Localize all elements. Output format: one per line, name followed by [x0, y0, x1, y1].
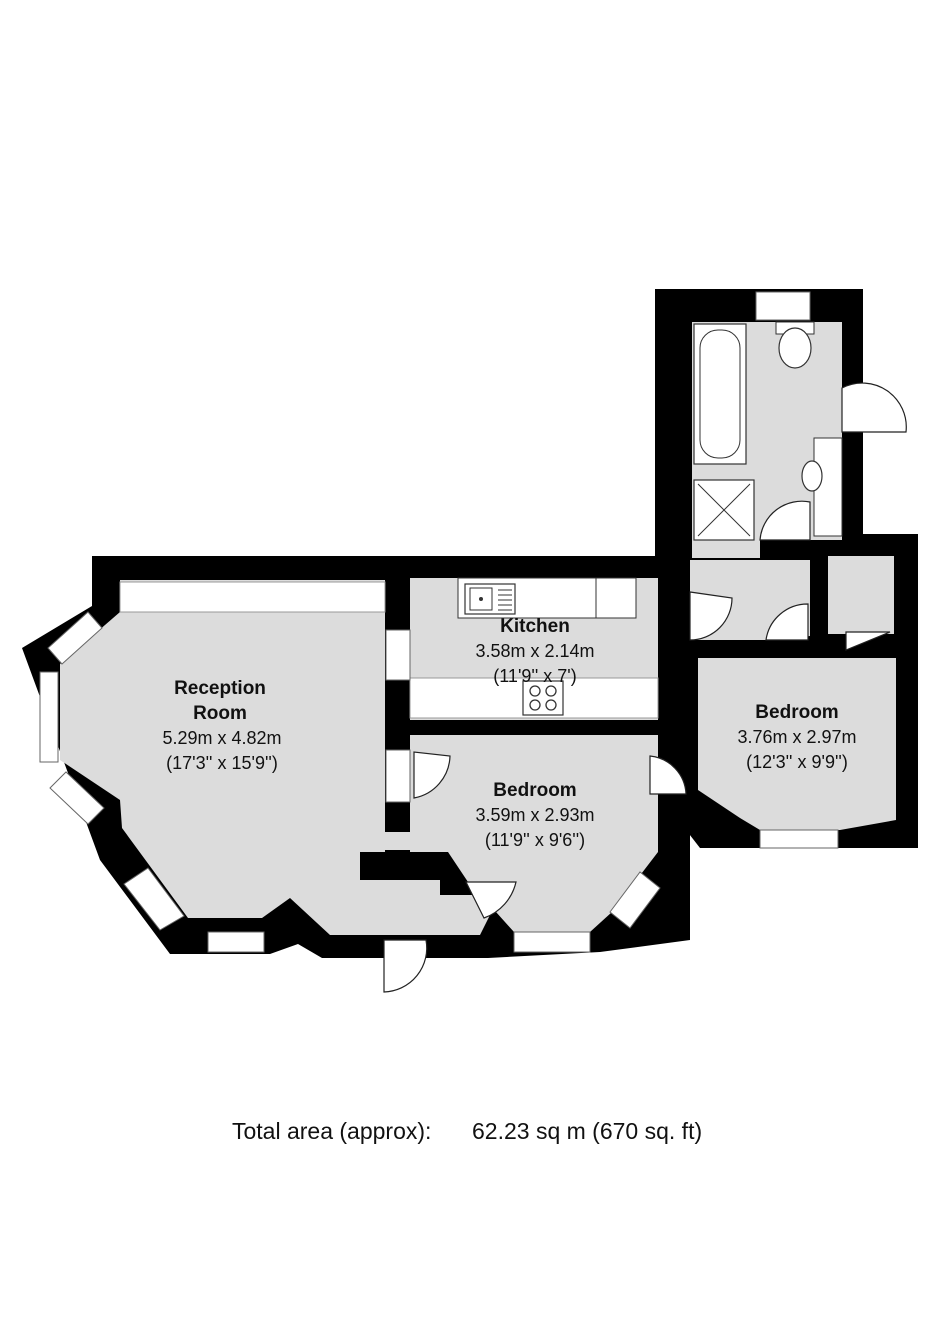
- bedroom-front-name: Bedroom: [493, 780, 576, 801]
- bedroom-rear-metric: 3.76m x 2.97m: [737, 727, 856, 747]
- front-door: [383, 939, 428, 993]
- bedroom-front-imperial: (11'9'' x 9'6''): [485, 830, 585, 850]
- cupboard-door: [845, 631, 891, 651]
- reception-name-line1: Reception: [174, 678, 266, 699]
- floor-cupboard: [828, 556, 894, 634]
- kitchen-name: Kitchen: [500, 616, 570, 637]
- total-area-value: 62.23 sq m (670 sq. ft): [472, 1118, 703, 1144]
- window-bedroom-front-west: [385, 749, 411, 803]
- window-reception-nw: [47, 611, 103, 665]
- window-bedroom-front: [513, 931, 591, 953]
- bedroom-rear-imperial: (12'3'' x 9'9''): [746, 752, 848, 772]
- bedroom-front-passage-door: [413, 751, 451, 799]
- reception-top-shelf: [119, 581, 386, 613]
- bathroom-outer-door: [841, 382, 907, 433]
- fixtures: [119, 321, 843, 719]
- window-reception-s2: [207, 931, 265, 953]
- kitchen-imperial: (11'9'' x 7'): [493, 666, 576, 686]
- window-bedroom-front-se: [609, 871, 661, 929]
- reception-name-line2: Room: [193, 703, 247, 724]
- window-bathroom: [755, 291, 811, 321]
- reception-imperial: (17'3'' x 15'9''): [166, 753, 278, 773]
- window-reception-s1: [123, 867, 185, 931]
- total-area-label: Total area (approx):: [232, 1118, 432, 1144]
- bedroom-rear-name: Bedroom: [755, 702, 838, 723]
- bedroom-rear-side-door: [649, 755, 687, 795]
- bedroom-rear-door: [765, 603, 809, 641]
- bedroom-front-door: [465, 881, 517, 919]
- windows: [39, 291, 839, 953]
- kitchen-door: [689, 591, 733, 641]
- kitchen-metric: 3.58m x 2.14m: [475, 641, 594, 661]
- room-labels: Reception Room 5.29m x 4.82m (17'3'' x 1…: [162, 616, 856, 850]
- window-reception-w: [39, 671, 59, 763]
- floor-hall: [385, 832, 410, 850]
- hob-icon: [522, 680, 564, 716]
- bathroom-door: [759, 500, 811, 541]
- reception-metric: 5.29m x 4.82m: [162, 728, 281, 748]
- toilet-icon: [778, 327, 812, 369]
- doors: [383, 382, 907, 993]
- floor-bedroom-rear: [698, 658, 896, 830]
- bedroom-front-metric: 3.59m x 2.93m: [475, 805, 594, 825]
- window-reception-sw: [49, 771, 105, 825]
- floor-reception: [60, 580, 490, 935]
- sink-icon: [464, 583, 516, 615]
- window-kitchen-west: [385, 629, 411, 681]
- window-bedroom-rear: [759, 829, 839, 849]
